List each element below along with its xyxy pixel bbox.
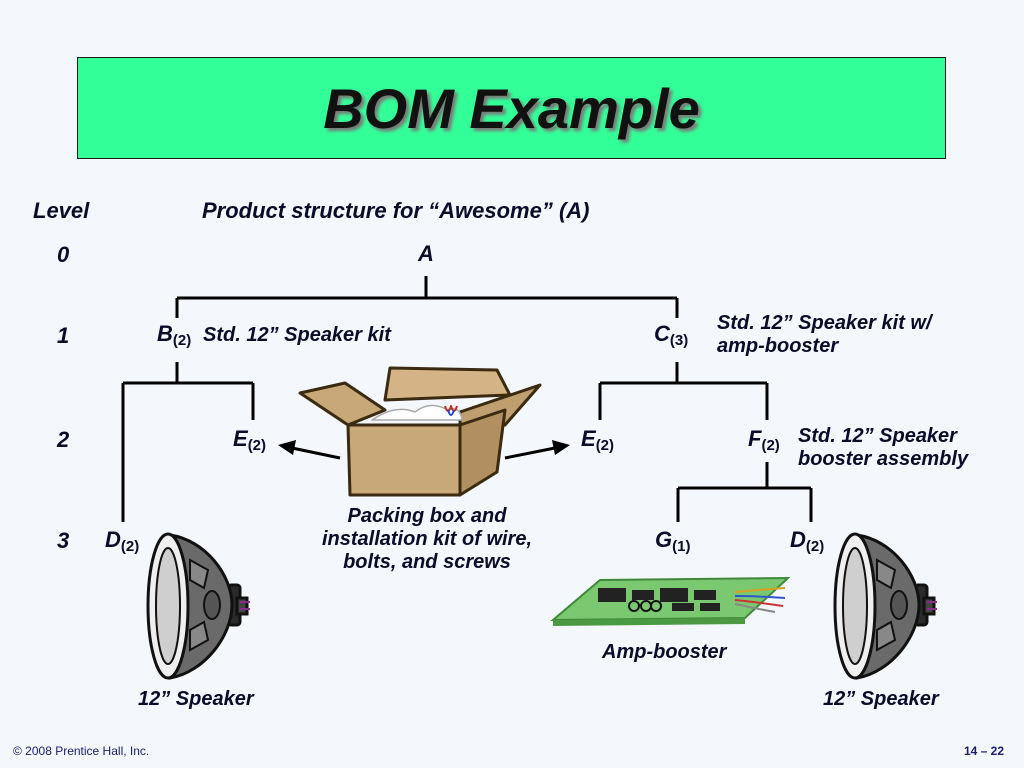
- speaker-right-caption: 12” Speaker: [823, 688, 939, 710]
- tree-connectors: [121, 276, 813, 522]
- node-d-right: D(2): [790, 527, 824, 555]
- node-d-left-letter: D: [105, 527, 121, 552]
- node-f-description: Std. 12” Speaker booster assembly: [798, 425, 968, 471]
- node-d-left-qty: (2): [120, 538, 140, 555]
- node-e-right-qty: (2): [595, 437, 615, 454]
- page-number: 14 – 22: [963, 744, 1004, 758]
- node-f-desc-line2: booster assembly: [798, 448, 969, 470]
- arrow-to-right-e: [504, 440, 570, 460]
- node-e-left-letter: E: [233, 426, 248, 451]
- level-0: 0: [57, 242, 70, 267]
- level-1: 1: [57, 323, 70, 348]
- slide-title: BOM Example: [323, 77, 700, 140]
- packing-caption-line3: bolts, and screws: [343, 551, 511, 573]
- level-header: Level: [33, 198, 90, 223]
- node-c-desc-line2: amp-booster: [717, 335, 839, 357]
- node-d-right-letter: D: [790, 527, 806, 552]
- packing-caption-line2: installation kit of wire,: [321, 528, 533, 550]
- copyright-footer: © 2008 Prentice Hall, Inc.: [13, 744, 150, 758]
- node-e-left: E(2): [233, 426, 266, 454]
- node-g: G(1): [655, 527, 690, 555]
- node-d-left: D(2): [105, 527, 139, 555]
- packing-box-icon: [298, 366, 542, 497]
- speaker-left-caption: 12” Speaker: [138, 688, 254, 710]
- circuit-board-icon: [550, 576, 791, 626]
- node-f-desc-line1: Std. 12” Speaker: [798, 425, 957, 447]
- title-banner: BOM Example: [77, 57, 946, 159]
- node-f-letter: F: [748, 426, 762, 451]
- level-2: 2: [57, 427, 70, 452]
- arrow-to-left-e: [278, 440, 341, 460]
- node-e-left-qty: (2): [247, 437, 267, 454]
- speaker-icon-right: [833, 532, 937, 680]
- node-f: F(2): [748, 426, 780, 454]
- node-g-letter: G: [655, 527, 673, 552]
- node-a-letter: A: [418, 241, 434, 266]
- node-e-right: E(2): [581, 426, 614, 454]
- node-f-qty: (2): [761, 437, 780, 454]
- node-e-right-letter: E: [581, 426, 596, 451]
- packing-caption: Packing box and installation kit of wire…: [287, 505, 567, 574]
- node-d-right-qty: (2): [805, 538, 825, 555]
- amp-booster-caption: Amp-booster: [602, 641, 727, 663]
- speaker-icon-left: [146, 532, 250, 680]
- node-c-desc-line1: Std. 12” Speaker kit w/: [717, 312, 932, 334]
- packing-caption-line1: Packing box and: [347, 505, 507, 527]
- node-c: C(3): [654, 321, 688, 349]
- level-3: 3: [57, 528, 70, 553]
- node-c-description: Std. 12” Speaker kit w/ amp-booster: [717, 312, 932, 358]
- node-b: B(2): [157, 321, 191, 349]
- node-c-letter: C: [654, 321, 670, 346]
- node-c-qty: (3): [669, 332, 689, 349]
- node-g-qty: (1): [672, 538, 691, 555]
- node-b-description: Std. 12” Speaker kit: [203, 324, 391, 346]
- node-b-qty: (2): [172, 332, 192, 349]
- structure-header: Product structure for “Awesome” (A): [202, 198, 590, 223]
- node-b-letter: B: [157, 321, 173, 346]
- node-a: A: [418, 241, 434, 267]
